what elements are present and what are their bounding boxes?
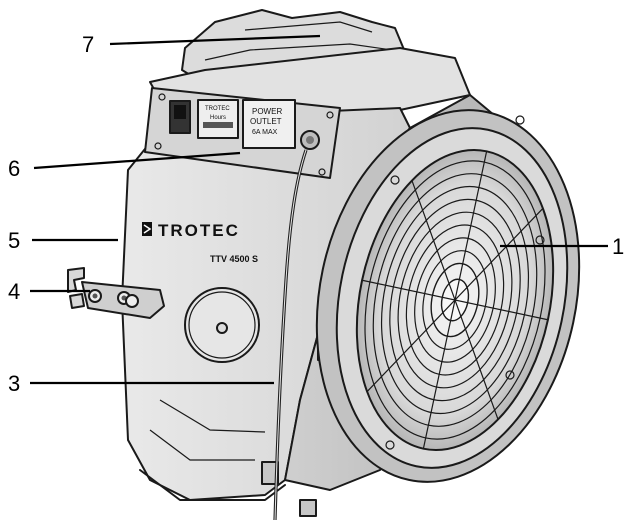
outlet-line3: 6A MAX — [252, 129, 278, 136]
brand-name: TROTEC — [158, 221, 240, 240]
callout-1: 1 — [612, 234, 624, 259]
callout-6: 6 — [8, 156, 20, 181]
callout-7: 7 — [82, 32, 94, 57]
front-vent-cap — [184, 287, 260, 363]
counter-label: Hours — [210, 115, 226, 121]
callout-3: 3 — [8, 371, 20, 396]
foot-right — [299, 499, 317, 517]
model-name: TTV 4500 S — [210, 254, 258, 264]
hour-counter: TROTEC Hours — [197, 99, 239, 139]
brand-logo-icon — [142, 222, 152, 236]
outlet-line2: OUTLET — [250, 117, 282, 126]
callout-4: 4 — [8, 279, 20, 304]
callout-5: 5 — [8, 228, 20, 253]
cable-gland — [300, 130, 320, 150]
counter-brand: TROTEC — [205, 106, 230, 112]
hose-hook[interactable] — [67, 267, 165, 319]
fan-grille — [355, 149, 555, 451]
callouts: 7 6 5 4 3 1 — [8, 32, 624, 396]
power-switch[interactable] — [169, 100, 191, 134]
leader-7 — [109, 34, 321, 46]
brand-label: TROTEC TTV 4500 S — [142, 221, 258, 264]
leader-6 — [33, 151, 241, 170]
power-outlet[interactable]: POWER OUTLET 6A MAX — [242, 99, 296, 149]
outlet-line1: POWER — [252, 107, 282, 116]
ring-bolts — [385, 115, 545, 450]
